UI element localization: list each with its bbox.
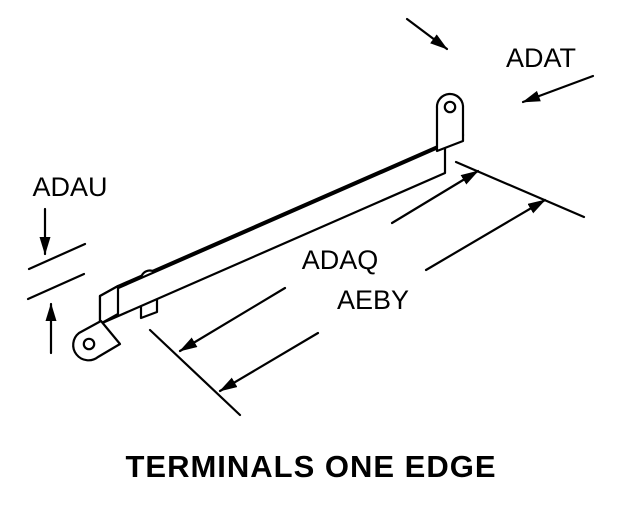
left-terminal-lug — [72, 319, 122, 362]
adat-arrow-upper — [405, 17, 449, 51]
adau-ext-line-upper — [27, 242, 87, 271]
adaq-dim-right — [390, 169, 480, 225]
dimension-lines — [26, 17, 595, 417]
callout-adau: ADAU — [32, 172, 107, 202]
component-body — [98, 133, 465, 326]
right-extension-line — [454, 160, 586, 219]
aeby-dim-right — [424, 198, 547, 272]
adat-arrow-lower — [521, 74, 595, 104]
callout-adat: ADAT — [506, 43, 576, 73]
left-extension-line — [148, 328, 242, 417]
left-lug-outline — [72, 319, 122, 362]
adaq-dim-left — [178, 286, 287, 353]
adau-ext-line-lower — [26, 272, 86, 301]
right-strap-hole — [443, 100, 457, 114]
callout-aeby: AEBY — [337, 285, 409, 315]
body-end-face — [98, 284, 120, 326]
right-terminal-strap — [435, 92, 465, 153]
diagram-title: TERMINALS ONE EDGE — [125, 449, 496, 484]
aeby-dim-left — [218, 331, 320, 393]
left-lug-hole — [82, 337, 96, 351]
callout-adaq: ADAQ — [302, 245, 379, 275]
right-strap-outline — [435, 92, 465, 153]
